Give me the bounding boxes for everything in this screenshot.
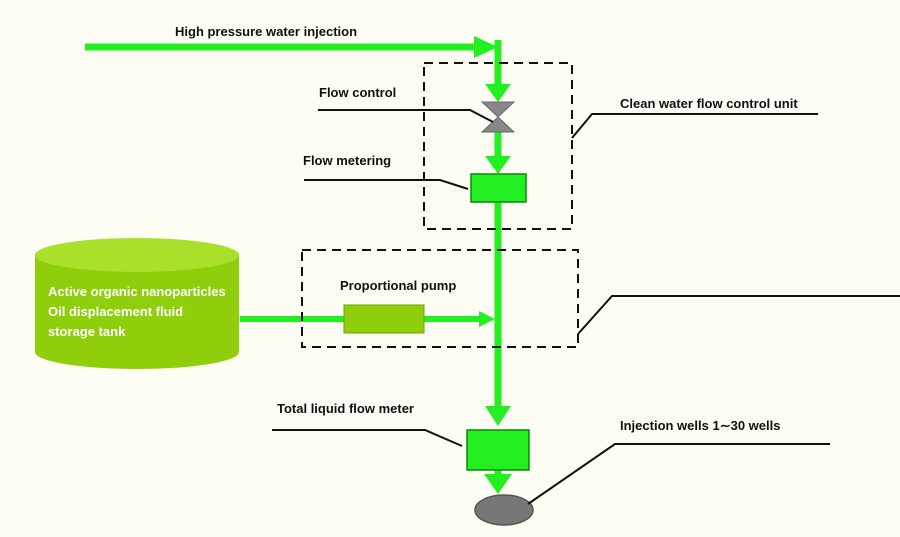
high-pressure-label: High pressure water injection — [175, 24, 357, 39]
flow-control-label: Flow control — [319, 85, 396, 100]
flow-meter-box — [470, 173, 527, 203]
leader-lines — [272, 109, 900, 505]
injection-wells-label: Injection wells 1∼30 wells — [620, 418, 780, 433]
flow-control-leader — [318, 109, 494, 123]
injection-wells-leader — [527, 443, 830, 505]
flow-lines — [85, 36, 512, 494]
total-flow-meter-box — [466, 429, 530, 471]
clean-water-unit-label: Clean water flow control unit — [620, 96, 798, 111]
tank-label-line3: storage tank — [48, 324, 126, 339]
total-meter-feed-arrowhead — [485, 406, 511, 426]
flow-control-valve — [480, 101, 516, 133]
proportional-pump-unit-box — [301, 249, 579, 348]
proportional-pump-label: Proportional pump — [340, 278, 456, 293]
meter-feed-arrowhead — [485, 156, 511, 174]
well-feed-arrowhead — [484, 474, 512, 494]
storage-tank — [35, 238, 239, 369]
injection-well-icon — [474, 494, 534, 526]
total-flow-meter-leader — [272, 429, 463, 447]
total-flow-meter-label: Total liquid flow meter — [277, 401, 414, 416]
proportional-pump-box — [343, 304, 425, 334]
flow-metering-leader — [304, 179, 469, 190]
pump-unit-leader — [577, 295, 900, 335]
valve-feed-arrowhead — [485, 84, 511, 102]
pump-outlet-arrowhead — [479, 311, 495, 327]
inlet-corner-arrow — [474, 36, 498, 58]
tank-label-line1: Active organic nanoparticles — [48, 284, 226, 299]
clean-water-unit-leader — [571, 113, 818, 139]
flow-metering-label: Flow metering — [303, 153, 391, 168]
clean-water-unit-box — [423, 62, 573, 230]
tank-label-line2: Oil displacement fluid — [48, 304, 183, 319]
